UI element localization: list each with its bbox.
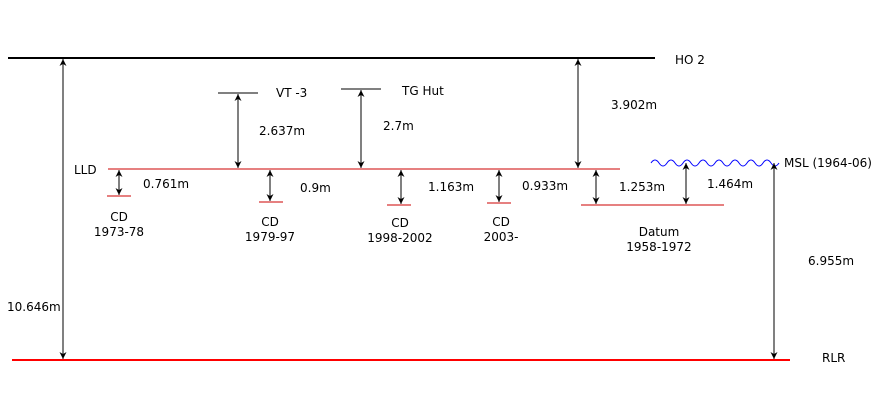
measure-cd-2003: 0.933m	[522, 179, 568, 193]
tghut-label: TG Hut	[401, 84, 444, 98]
datum-label-line2: 1998-2002	[367, 231, 432, 245]
rlr-label: RLR	[822, 351, 845, 365]
measure-datum-1958-1972: 1.253m	[619, 180, 665, 194]
datum-label-line2: 1958-1972	[626, 240, 691, 254]
measure-cd-1979-97: 0.9m	[300, 181, 331, 195]
measure-ho2-lld: 3.902m	[611, 98, 657, 112]
lld-label: LLD	[74, 163, 97, 177]
datum-label-line1: Datum	[639, 225, 680, 239]
datum-label-line2: 1973-78	[94, 225, 144, 239]
measure-cd-1973-78: 0.761m	[143, 177, 189, 191]
measure-ho2-rlr: 10.646m	[7, 300, 61, 314]
measure-vt3-lld: 2.637m	[259, 124, 305, 138]
measure-msl-rlr: 6.955m	[808, 254, 854, 268]
msl-label: MSL (1964-06)	[784, 156, 872, 170]
ho2-label: HO 2	[675, 53, 705, 67]
datum-label-line1: CD	[391, 216, 409, 230]
measure-msl-datum: 1.464m	[707, 177, 753, 191]
measure-tghut-lld: 2.7m	[383, 119, 414, 133]
datum-label-line1: CD	[110, 210, 128, 224]
msl-wave	[650, 159, 780, 167]
datum-label-line2: 1979-97	[245, 230, 295, 244]
vt3-label: VT -3	[276, 86, 307, 100]
measure-cd-1998-2002: 1.163m	[428, 180, 474, 194]
datum-label-line2: 2003-	[484, 230, 519, 244]
datum-label-line1: CD	[492, 215, 510, 229]
datum-label-line1: CD	[261, 215, 279, 229]
